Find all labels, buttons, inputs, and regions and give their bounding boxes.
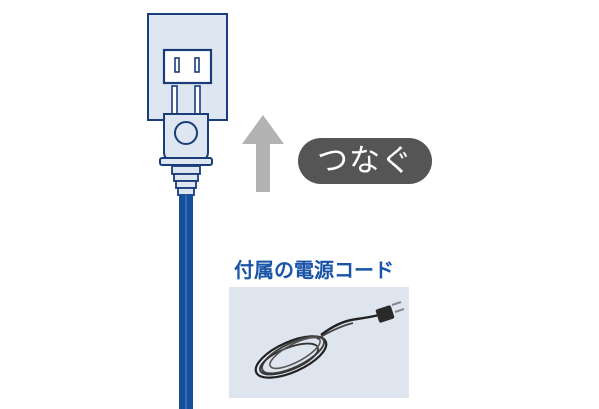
power-plug-icon (159, 113, 213, 196)
connect-badge: つなぐ (298, 138, 432, 184)
included-power-cord-label: 付属の電源コード (234, 258, 394, 282)
power-cord-icon (254, 301, 405, 379)
outlet-socket (162, 48, 213, 85)
power-cord-photo (229, 287, 409, 398)
socket-slot-right (194, 57, 200, 73)
socket-slot-left (174, 57, 180, 73)
up-arrow-icon (242, 115, 284, 192)
